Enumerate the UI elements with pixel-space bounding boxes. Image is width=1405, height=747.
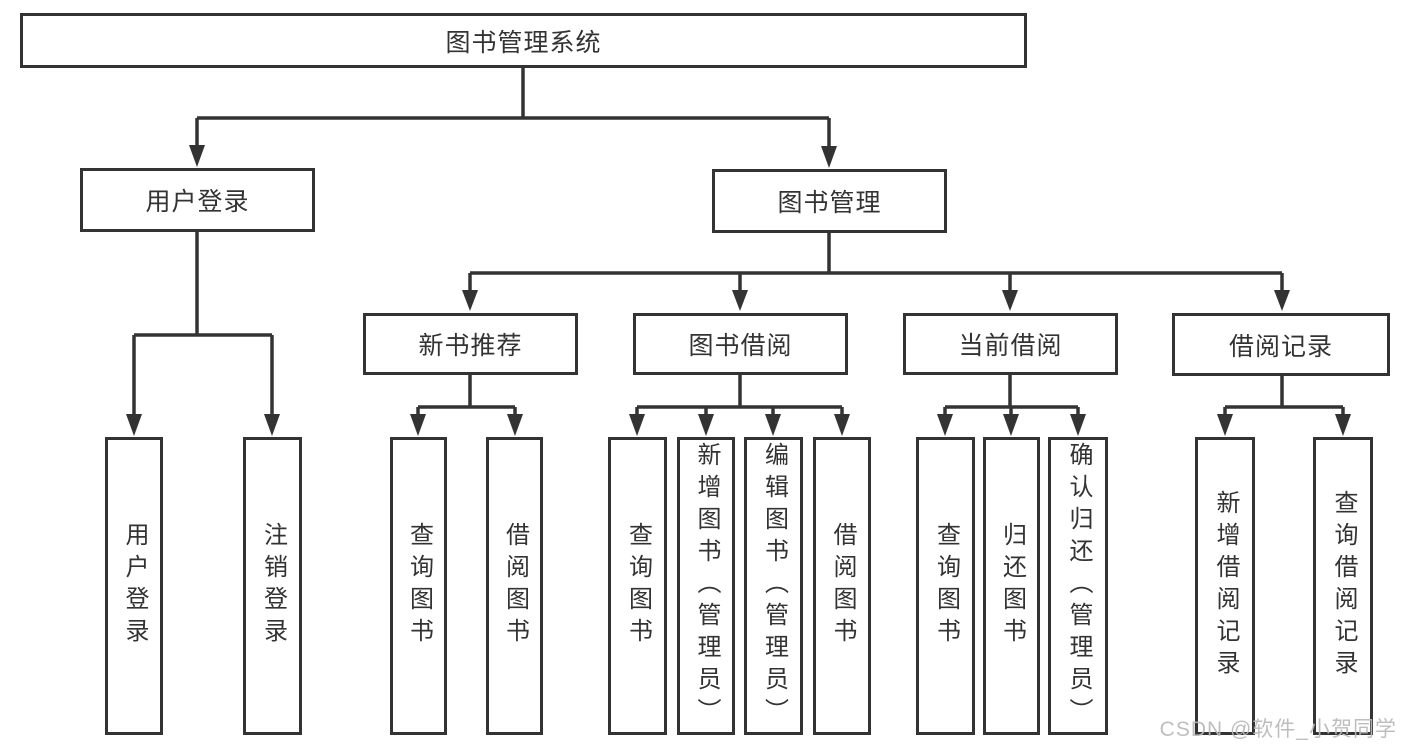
arrowhead	[698, 414, 714, 436]
leaf-add-book-admin: 新增图书（管理员）	[677, 437, 735, 735]
leaf-borrow-books-2: 借阅图书	[813, 437, 871, 735]
leaf-borrow-books-1-label: 借阅图书	[501, 522, 529, 650]
leaf-query-borrow-record: 查询借阅记录	[1313, 437, 1373, 735]
arrowhead	[264, 414, 280, 436]
leaf-add-borrow-record-label: 新增借阅记录	[1212, 490, 1239, 682]
leaf-add-borrow-record: 新增借阅记录	[1195, 437, 1255, 735]
node-borrow-records-label: 借阅记录	[1228, 332, 1333, 361]
leaf-return-book-label: 归还图书	[998, 522, 1026, 650]
leaf-query-books-3: 查询图书	[916, 437, 975, 735]
arrowhead	[462, 290, 478, 311]
arrowhead	[189, 145, 205, 167]
connector-new-book-group	[416, 375, 517, 416]
leaf-query-books-3-label: 查询图书	[932, 522, 960, 650]
leaf-logout-label: 注销登录	[259, 522, 287, 650]
arrowhead	[1274, 290, 1290, 311]
leaf-query-books-1: 查询图书	[390, 437, 447, 735]
arrowhead	[629, 414, 645, 436]
node-borrow-records: 借阅记录	[1172, 313, 1390, 376]
leaf-logout: 注销登录	[243, 437, 302, 735]
leaf-query-books-2-label: 查询图书	[624, 522, 652, 650]
node-book-borrow: 图书借阅	[633, 313, 848, 375]
node-new-book-recommend: 新书推荐	[363, 313, 578, 375]
arrowhead	[1335, 414, 1351, 436]
leaf-add-book-admin-label: 新增图书（管理员）	[693, 442, 720, 730]
connector-book-borrow-group	[635, 375, 844, 416]
leaf-user-login-label: 用户登录	[121, 522, 148, 650]
arrowhead	[1070, 414, 1086, 436]
connector-borrow-records-group	[1223, 376, 1345, 416]
node-book-management: 图书管理	[712, 169, 947, 233]
leaf-query-borrow-record-label: 查询借阅记录	[1330, 490, 1357, 682]
node-user-login: 用户登录	[80, 168, 315, 232]
leaf-borrow-books-1: 借阅图书	[486, 437, 543, 735]
leaf-confirm-return-admin-label: 确认归还（管理员）	[1065, 442, 1092, 730]
arrowhead	[821, 146, 837, 168]
node-book-management-label: 图书管理	[777, 189, 882, 217]
leaf-edit-book-admin-label: 编辑图书（管理员）	[760, 442, 788, 730]
node-user-login-label: 用户登录	[145, 188, 250, 216]
leaf-query-books-1-label: 查询图书	[405, 522, 433, 650]
arrowhead	[410, 414, 426, 436]
node-book-mgmt-system-label: 图书管理系统	[445, 28, 602, 57]
node-book-borrow-label: 图书借阅	[688, 332, 793, 360]
leaf-edit-book-admin: 编辑图书（管理员）	[744, 437, 803, 735]
connector-root-to-level2	[195, 68, 831, 148]
arrowhead	[1002, 290, 1018, 311]
arrowhead	[1003, 414, 1019, 436]
arrowhead	[937, 414, 953, 436]
arrowhead	[507, 414, 523, 436]
watermark: CSDN @软件_小贺同学	[1159, 718, 1397, 741]
connector-user-login-group	[132, 232, 274, 416]
node-current-borrow: 当前借阅	[903, 313, 1118, 375]
leaf-query-books-2: 查询图书	[608, 437, 667, 735]
node-new-book-recommend-label: 新书推荐	[418, 332, 523, 360]
arrowhead	[834, 414, 850, 436]
arrowhead	[1217, 414, 1233, 436]
leaf-user-login: 用户登录	[105, 437, 163, 735]
node-book-mgmt-system: 图书管理系统	[20, 13, 1027, 68]
leaf-return-book: 归还图书	[983, 437, 1040, 735]
arrowhead	[732, 290, 748, 311]
connector-current-borrow-group	[943, 375, 1080, 416]
arrowhead	[126, 414, 142, 436]
arrowhead	[765, 414, 781, 436]
connector-book-management-group	[468, 233, 1284, 292]
node-current-borrow-label: 当前借阅	[958, 332, 1063, 360]
leaf-confirm-return-admin: 确认归还（管理员）	[1048, 437, 1108, 735]
leaf-borrow-books-2-label: 借阅图书	[829, 522, 856, 650]
